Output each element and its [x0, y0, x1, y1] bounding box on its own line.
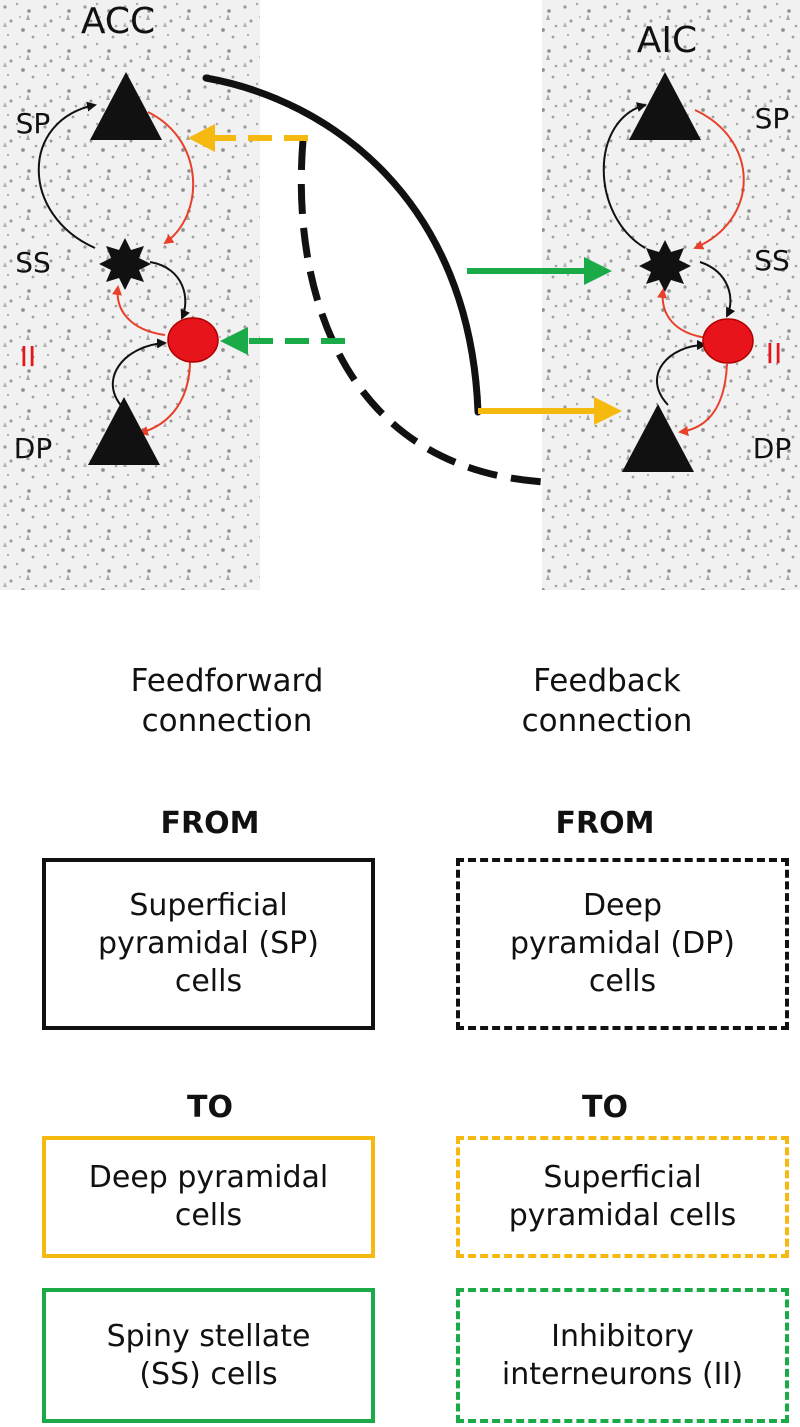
feedforward-to-ss-text: Spiny stellate (SS) cells	[106, 1318, 311, 1392]
feedforward-to-deep-box: Deep pyramidal cells	[42, 1136, 375, 1258]
acc-dp-to-ii-arrow	[111, 338, 167, 411]
aic-ss-to-ii-arrow	[699, 261, 736, 318]
feedback-to-ii-text: Inhibitory interneurons (II)	[501, 1318, 744, 1392]
aic-sp-to-ss-arrow	[693, 109, 745, 250]
aic-ii-to-dp-arrow	[678, 363, 728, 436]
aic-spiny-stellate-cell	[639, 240, 691, 292]
connection-diagram: ACC AIC SP SS II DP SP SS II DP	[0, 0, 800, 590]
aic-layer-label-dp: DP	[753, 432, 791, 465]
feedforward-to-ss-arrow	[467, 257, 612, 285]
aic-layer-label-sp: SP	[755, 102, 790, 135]
aic-layer-label-ii: II	[766, 337, 783, 370]
aic-region-label: AIC	[637, 20, 697, 61]
acc-region-label: ACC	[81, 1, 155, 42]
feedforward-from-box: Superficial pyramidal (SP) cells	[42, 858, 375, 1030]
acc-superficial-pyramidal-cell	[90, 72, 162, 140]
feedback-heading-text: Feedback connection	[521, 663, 693, 739]
to-label-feedforward: TO	[187, 1090, 233, 1125]
feedforward-to-deep-text: Deep pyramidal cells	[88, 1160, 329, 1233]
acc-inhibitory-interneuron-cell	[167, 317, 219, 363]
feedback-to-ii-arrow	[220, 327, 345, 355]
acc-layer-label-ii: II	[20, 340, 37, 373]
acc-layer-label-ss: SS	[15, 246, 51, 279]
feedback-to-ii-box: Inhibitory interneurons (II)	[456, 1288, 789, 1423]
acc-intrinsic-connections	[37, 101, 195, 436]
feedback-to-superficial-text: Superficial pyramidal cells	[508, 1160, 737, 1233]
feedback-arc	[297, 139, 546, 486]
aic-deep-pyramidal-cell	[622, 404, 694, 472]
feedback-to-superficial-box: Superficial pyramidal cells	[456, 1136, 789, 1258]
aic-inhibitory-interneuron-cell	[702, 318, 754, 364]
feedforward-heading: Feedforward connection	[77, 661, 377, 741]
feedforward-heading-text: Feedforward connection	[130, 663, 324, 739]
acc-layer-label-sp: SP	[16, 107, 51, 140]
feedback-to-sp-arrow	[188, 124, 308, 152]
acc-spiny-stellate-cell	[99, 238, 151, 290]
acc-deep-pyramidal-cell	[88, 397, 160, 465]
feedforward-from-text: Superficial pyramidal (SP) cells	[98, 888, 319, 999]
acc-ii-to-dp-arrow	[138, 359, 191, 436]
aic-layer-label-ss: SS	[754, 244, 790, 277]
acc-sp-to-ss-arrow	[147, 111, 195, 245]
feedforward-to-dp-arrow	[478, 397, 622, 425]
from-label-feedback: FROM	[555, 806, 655, 841]
from-label-feedforward: FROM	[160, 806, 260, 841]
feedback-from-box: Deep pyramidal (DP) cells	[456, 858, 789, 1030]
acc-layer-label-dp: DP	[14, 432, 52, 465]
aic-intrinsic-connections	[602, 102, 745, 436]
aic-dp-to-ii-arrow	[655, 340, 707, 406]
acc-ii-to-ss-arrow	[112, 285, 166, 336]
feedforward-arc	[202, 74, 482, 416]
feedback-from-text: Deep pyramidal (DP) cells	[510, 888, 735, 999]
aic-ss-to-sp-arrow	[602, 102, 647, 249]
aic-ii-to-ss-arrow	[657, 288, 709, 339]
acc-ss-to-sp-arrow	[37, 101, 97, 249]
acc-ss-to-ii-arrow	[149, 261, 190, 320]
to-label-feedback: TO	[582, 1090, 628, 1125]
aic-superficial-pyramidal-cell	[629, 72, 701, 140]
feedforward-to-ss-box: Spiny stellate (SS) cells	[42, 1288, 375, 1423]
feedback-heading: Feedback connection	[457, 661, 757, 741]
